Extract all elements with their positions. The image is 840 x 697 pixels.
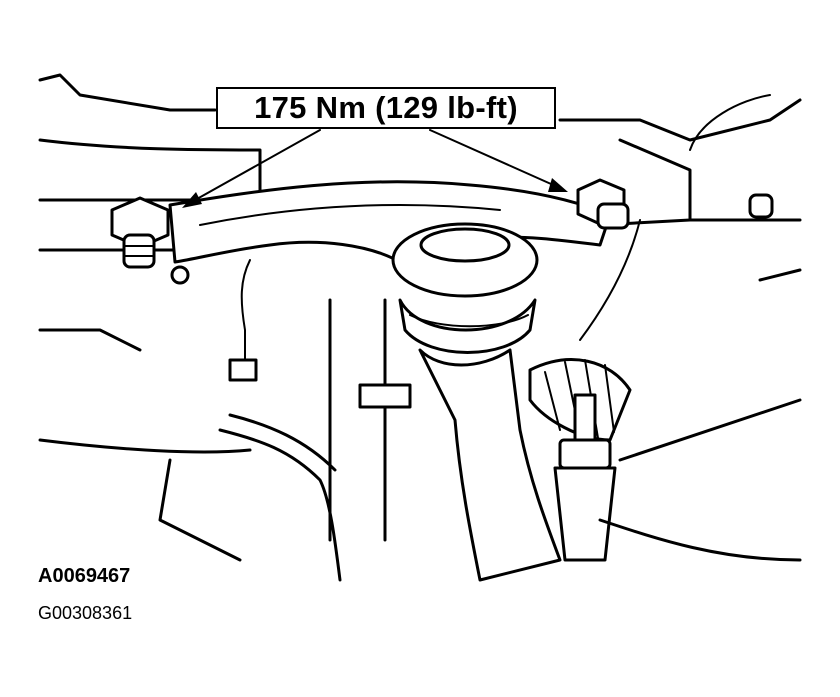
callout-leaders [182,129,568,208]
steering-knuckle [418,348,562,582]
torque-callout: 175 Nm (129 lb-ft) [216,87,556,129]
frame-hole [170,265,190,285]
abs-hose-outer [228,413,337,472]
lower-bracket [38,328,242,562]
abs-hose [218,428,342,582]
figure-id: A0069467 [38,565,131,587]
right-bolt [576,178,630,230]
ball-joint [391,222,539,354]
strut-body [328,298,387,542]
left-bolt [110,196,170,269]
frame-rail [38,73,802,142]
arm-edge-line [199,204,501,226]
lower-control-arm [38,398,802,562]
tie-rod-end [553,393,617,562]
frame-plug [748,193,774,219]
upper-control-arm [168,180,612,264]
knuckle-bolt [358,383,412,409]
brake-line-fitting [228,358,258,382]
graphic-id: G00308361 [38,603,133,623]
brake-line [240,94,771,376]
frame-right-body [598,138,802,282]
